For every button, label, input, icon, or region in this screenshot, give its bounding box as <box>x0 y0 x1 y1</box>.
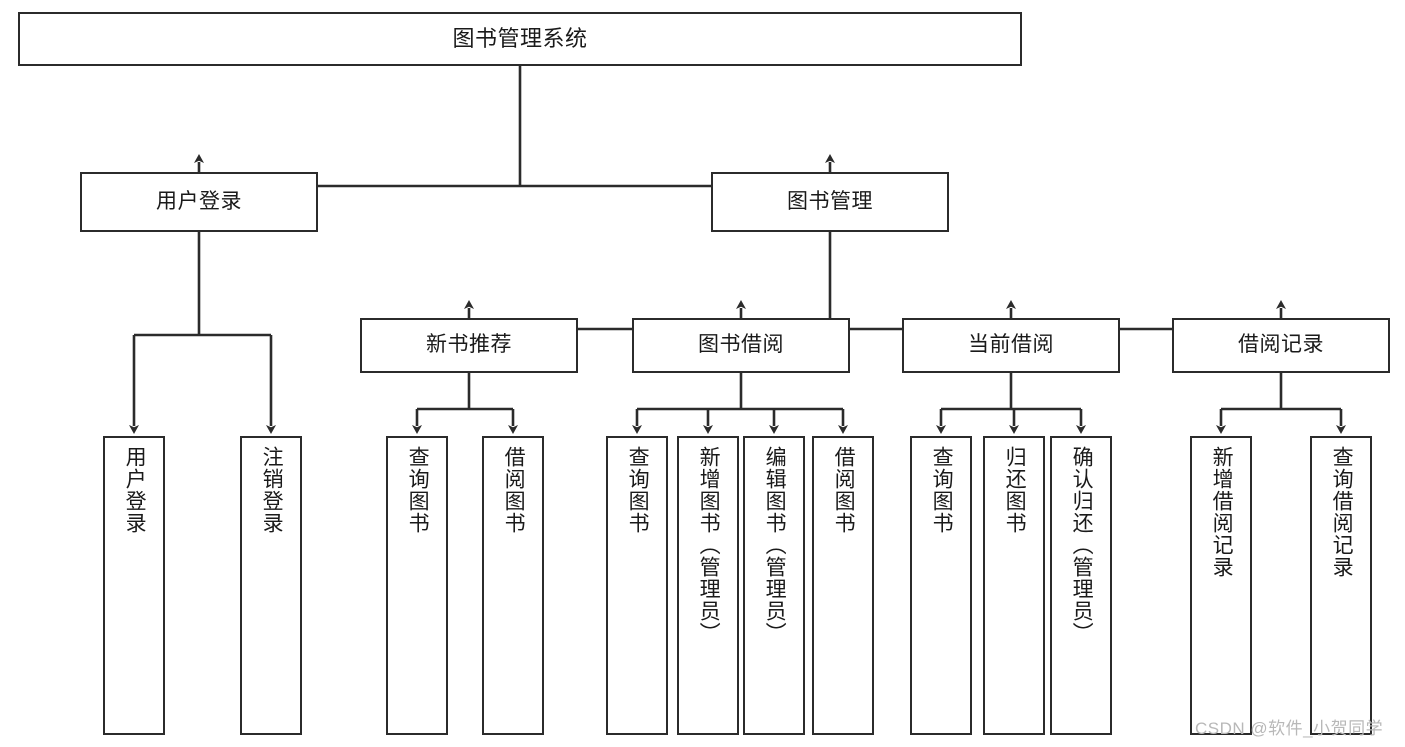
node-user-login-label: 用户登录 <box>156 189 242 213</box>
node-leaf-user-login[interactable]: 用户登录 <box>103 436 165 735</box>
node-leaf-add-book[interactable]: 新增图书（管理员） <box>677 436 739 735</box>
node-leaf-add-record[interactable]: 新增借阅记录 <box>1190 436 1252 735</box>
node-book-borrow[interactable]: 图书借阅 <box>632 318 850 373</box>
node-leaf-query-book-current[interactable]: 查询图书 <box>910 436 972 735</box>
node-current-borrow-label: 当前借阅 <box>968 333 1054 357</box>
node-leaf-query-book-current-label: 查询图书 <box>930 446 954 534</box>
node-new-book-recommend-label: 新书推荐 <box>426 333 512 357</box>
node-book-manage-label: 图书管理 <box>787 189 873 213</box>
node-leaf-borrow-book-recommend[interactable]: 借阅图书 <box>482 436 544 735</box>
node-leaf-query-record-label: 查询借阅记录 <box>1330 446 1354 578</box>
node-leaf-query-book-borrow-label: 查询图书 <box>626 446 650 534</box>
node-new-book-recommend[interactable]: 新书推荐 <box>360 318 578 373</box>
node-leaf-add-record-label: 新增借阅记录 <box>1210 446 1234 578</box>
node-leaf-confirm-return[interactable]: 确认归还（管理员） <box>1050 436 1112 735</box>
node-root[interactable]: 图书管理系统 <box>18 12 1022 66</box>
node-borrow-record[interactable]: 借阅记录 <box>1172 318 1390 373</box>
node-leaf-borrow-book[interactable]: 借阅图书 <box>812 436 874 735</box>
node-borrow-record-label: 借阅记录 <box>1238 333 1324 357</box>
node-leaf-return-book-label: 归还图书 <box>1003 446 1027 534</box>
csdn-watermark: CSDN @软件_小贺同学 <box>1195 719 1384 738</box>
node-leaf-logout-label: 注销登录 <box>260 446 284 534</box>
node-leaf-borrow-book-recommend-label: 借阅图书 <box>502 446 526 534</box>
node-book-borrow-label: 图书借阅 <box>698 333 784 357</box>
node-leaf-edit-book-label: 编辑图书（管理员） <box>763 446 787 644</box>
node-leaf-query-book-recommend[interactable]: 查询图书 <box>386 436 448 735</box>
node-user-login[interactable]: 用户登录 <box>80 172 318 232</box>
node-leaf-return-book[interactable]: 归还图书 <box>983 436 1045 735</box>
node-leaf-query-book-borrow[interactable]: 查询图书 <box>606 436 668 735</box>
node-root-label: 图书管理系统 <box>452 25 588 51</box>
node-leaf-logout[interactable]: 注销登录 <box>240 436 302 735</box>
node-leaf-confirm-return-label: 确认归还（管理员） <box>1070 446 1094 644</box>
node-leaf-add-book-label: 新增图书（管理员） <box>697 446 721 644</box>
node-leaf-query-book-recommend-label: 查询图书 <box>406 446 430 534</box>
node-leaf-edit-book[interactable]: 编辑图书（管理员） <box>743 436 805 735</box>
node-leaf-borrow-book-label: 借阅图书 <box>832 446 856 534</box>
node-current-borrow[interactable]: 当前借阅 <box>902 318 1120 373</box>
node-leaf-query-record[interactable]: 查询借阅记录 <box>1310 436 1372 735</box>
node-book-manage[interactable]: 图书管理 <box>711 172 949 232</box>
node-leaf-user-login-label: 用户登录 <box>123 446 147 534</box>
